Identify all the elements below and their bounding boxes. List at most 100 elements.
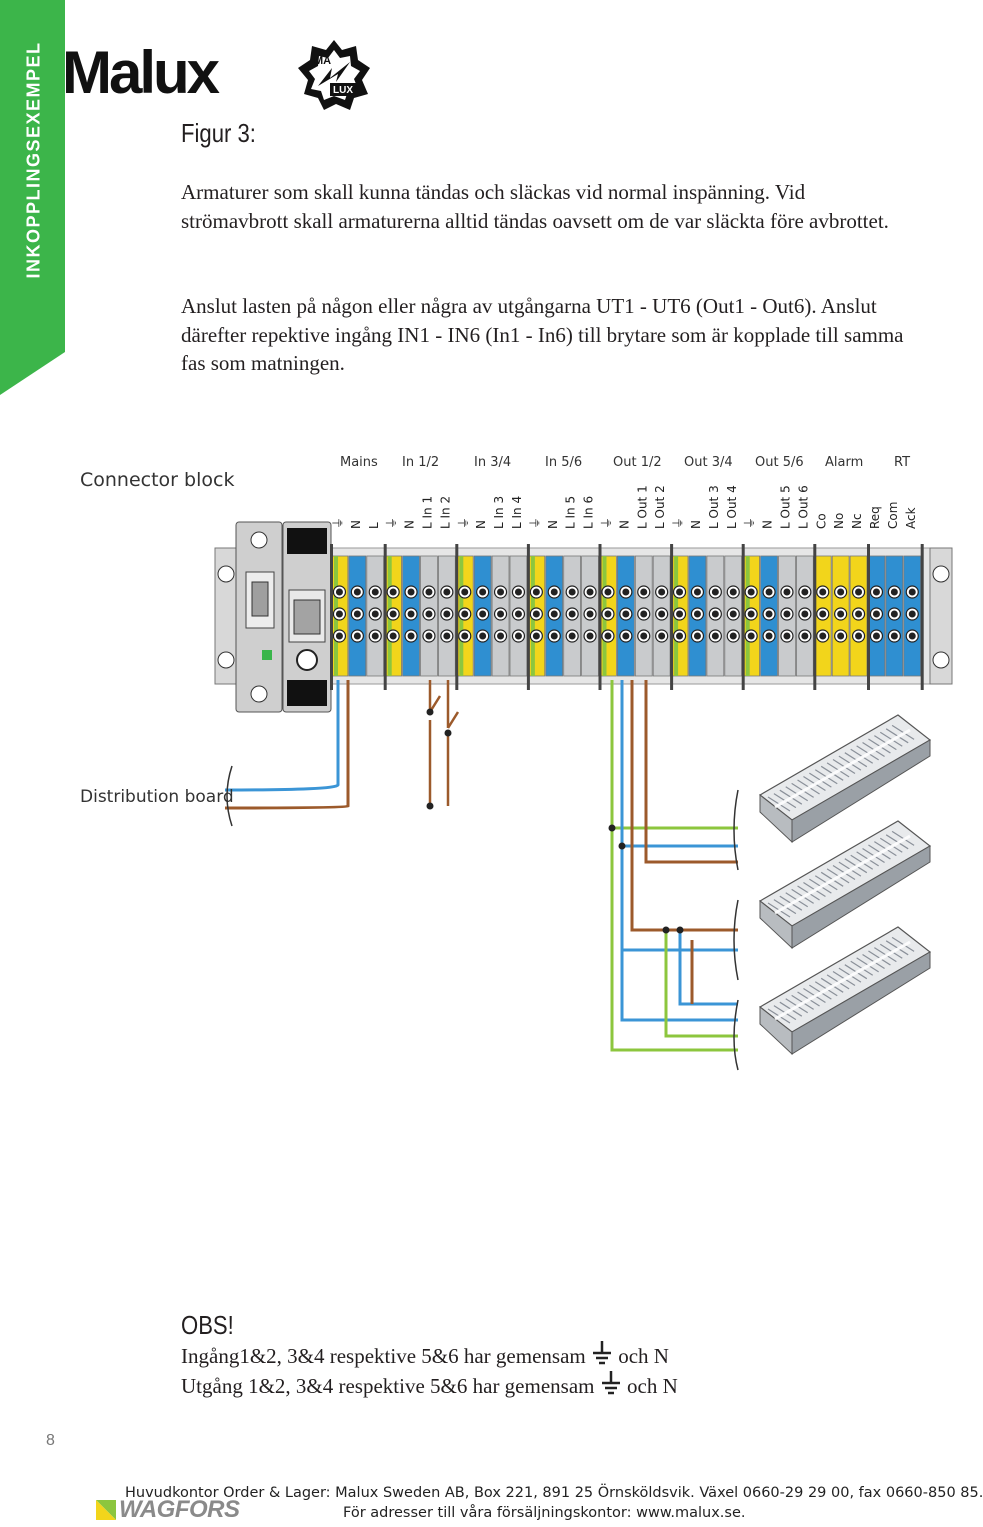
terminal-screw-head [335,588,343,596]
terminal-screw-head [497,610,505,618]
terminal-screw-head [819,588,827,596]
terminal-label: No [832,513,846,529]
group-label: Alarm [825,455,863,470]
terminal-screw-head [747,632,755,640]
terminal-screw-head [765,610,773,618]
terminal-label: L Out 3 [707,485,721,529]
terminal-screw-head [693,610,701,618]
terminal-screw-head [676,610,684,618]
terminal-screw-head [676,588,684,596]
terminal-screw-head [586,610,594,618]
wagfors-mark-icon [96,1500,116,1520]
terminal-screw-head [855,588,863,596]
terminal-screw-head [855,610,863,618]
group-separator [383,544,387,690]
terminal-screw-head [425,588,433,596]
terminal-label: L In 4 [510,496,524,529]
terminal-screw-head [568,610,576,618]
terminal-label: L In 1 [421,496,435,529]
obs-line-2-suffix: och N [627,1374,678,1398]
malux-badge-icon: MA LUX [298,40,370,110]
badge-text-top: MA [314,55,331,67]
terminal-screw-head [586,632,594,640]
terminal-label: L Out 4 [725,485,739,529]
terminal-screw-head [514,588,522,596]
obs-line-2: Utgång 1&2, 3&4 respektive 5&6 har gemen… [181,1371,678,1401]
terminal-screw-head [783,632,791,640]
terminal-screw-head [497,632,505,640]
light-fixture [758,714,932,844]
side-tab-background [0,0,65,395]
terminal-label: Co [814,513,828,529]
terminal-screw-head [747,610,755,618]
terminal-screw-head [443,632,451,640]
terminal-screw-head [872,632,880,640]
terminal-label: L In 2 [438,496,452,529]
terminal-screw-head [353,610,361,618]
terminal-screw-head [711,610,719,618]
terminal-label: Ack [904,507,918,529]
terminal-screw-head [640,610,648,618]
group-separator [813,544,817,690]
group-label: In 1/2 [402,455,439,470]
terminal-screw-head [550,632,558,640]
terminal-screw-head [479,632,487,640]
terminal-label: Nc [850,513,864,529]
terminal-screw-head [837,588,845,596]
group-separator [670,544,674,690]
obs-note: Ingång1&2, 3&4 respektive 5&6 har gemens… [181,1341,678,1401]
terminal-screw-head [443,588,451,596]
group-separator [867,544,870,690]
terminal-strip [330,544,924,690]
terminal-screw-head [747,588,755,596]
terminal-screw-head [890,588,898,596]
terminal-screw-head [407,588,415,596]
group-separator [526,544,530,690]
terminal-screw-head [855,632,863,640]
terminal-screw-head [568,632,576,640]
terminal-screw-head [514,632,522,640]
group-label: Out 3/4 [684,455,733,470]
terminal-screw-head [640,588,648,596]
terminal-label: N [403,520,417,529]
terminal-screw-head [335,632,343,640]
terminal-screw-head [711,632,719,640]
terminal-screw-head [389,610,397,618]
terminal-screw-head [371,632,379,640]
badge-text-bottom: LUX [333,85,353,96]
obs-line-1-suffix: och N [618,1344,669,1368]
group-separator [741,544,745,690]
terminal-screw-head [729,632,737,640]
terminal-label: L In 5 [564,496,578,529]
terminal-screw-head [908,588,916,596]
terminal-screw-head [353,632,361,640]
terminal-screw-head [443,610,451,618]
group-label: Out 1/2 [613,455,662,470]
terminal-label: N [761,520,775,529]
terminal-screw-head [908,632,916,640]
terminal-screw-head [908,610,916,618]
terminal-screw-head [658,588,666,596]
connector-block-label: Connector block [80,469,234,491]
terminal-screw-head [837,610,845,618]
obs-title: OBS! [181,1310,234,1340]
terminal-screw-head [532,632,540,640]
terminal-screw-head [550,588,558,596]
terminal-label: L Out 1 [635,485,649,529]
terminal-label: N [474,520,488,529]
figure-description-2: Anslut lasten på någon eller några av ut… [181,294,904,375]
obs-line-1: Ingång1&2, 3&4 respektive 5&6 har gemens… [181,1341,678,1371]
side-tab-label: INKOPPLINGSEXEMPEL [23,41,44,279]
terminal-screw-head [461,632,469,640]
terminal-screw-head [819,610,827,618]
terminal-label: N [349,520,363,529]
group-separator [598,544,602,690]
terminal-screw-head [622,632,630,640]
terminal-screw-head [497,588,505,596]
light-fixture [758,820,932,950]
terminal-label: N [546,520,560,529]
terminal-screw-head [693,588,701,596]
terminal-screw-head [765,588,773,596]
